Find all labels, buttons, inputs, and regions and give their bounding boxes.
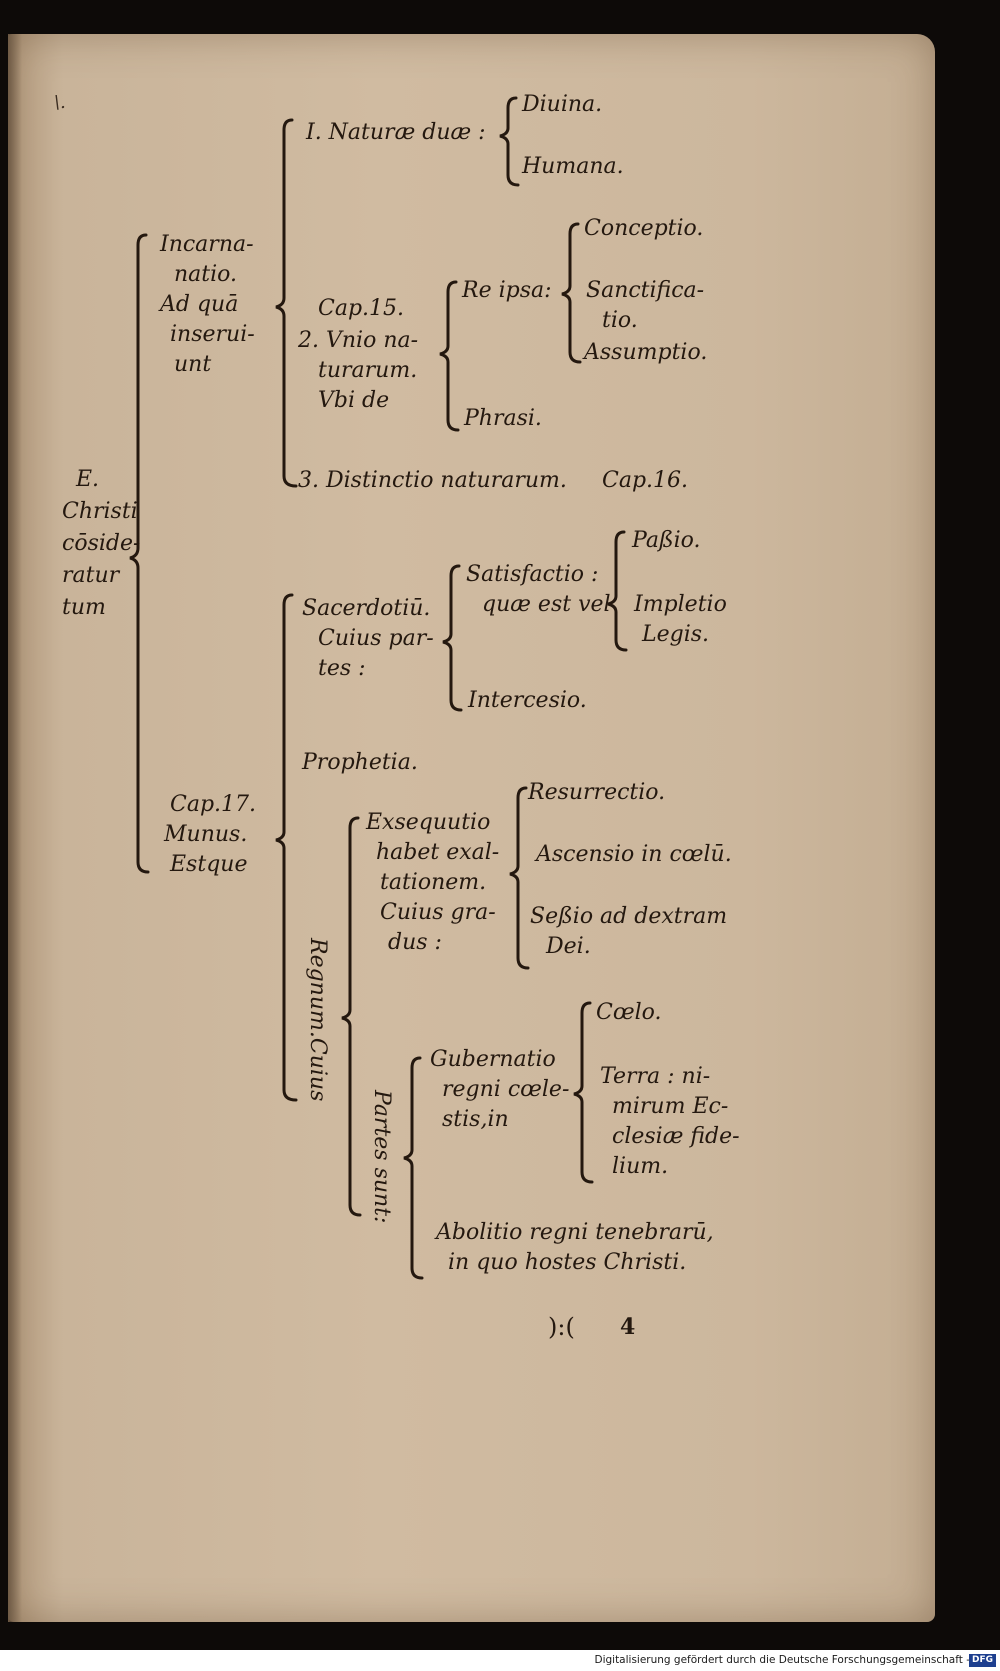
execution-line: tationem. xyxy=(380,870,487,895)
conceptio: Conceptio. xyxy=(584,216,704,241)
incarnation-line: Ad quā xyxy=(160,292,239,317)
execution-line: Cuius gra- xyxy=(380,900,496,925)
governance-label: Gubernatio regni cœle- stis,in xyxy=(430,1045,569,1135)
terra-line: lium. xyxy=(612,1154,669,1179)
phrasi: Phrasi. xyxy=(464,406,542,431)
terra: Terra : ni- mirum Ec- clesiæ fide- lium. xyxy=(600,1062,740,1182)
passio: Paßio. xyxy=(632,528,701,553)
root-label: E. Christi cōside- ratur tum xyxy=(62,464,140,624)
intercessio: Intercesio. xyxy=(468,688,587,713)
union-cap: Cap.15. xyxy=(318,296,405,321)
satisfaction-line: quæ est vel xyxy=(482,592,611,617)
execution-label: Exsequutio habet exal- tationem. Cuius g… xyxy=(366,808,499,958)
satisfaction-line: Satisfactio : xyxy=(466,562,599,587)
sessio-line: Dei. xyxy=(546,934,591,959)
root-brace xyxy=(129,233,150,874)
assumptio: Assumptio. xyxy=(584,340,708,365)
signature-mark: ):( xyxy=(548,1313,575,1341)
office-label: Cap.17. Munus. Estque xyxy=(164,790,257,880)
natures-label: I. Naturæ duæ : xyxy=(306,120,486,145)
union-label: 2. Vnio na- turarum. Vbi de xyxy=(298,326,418,416)
signature-number: 4 xyxy=(620,1314,636,1340)
distinction-cap: Cap.16. xyxy=(602,468,689,493)
office-line: Munus. xyxy=(164,822,248,847)
root-line: tum xyxy=(62,595,106,620)
governance-line: regni cœle- xyxy=(442,1077,570,1102)
priesthood-brace xyxy=(442,564,463,712)
incarnation-line: inserui- xyxy=(170,322,255,347)
execution-brace xyxy=(509,786,530,970)
union-line: Vbi de xyxy=(318,388,390,413)
incarnation-brace xyxy=(275,118,298,488)
nature-divine: Diuina. xyxy=(522,92,603,117)
kingdom-label: Regnum.Cuius xyxy=(305,938,330,1102)
re-ipsa-brace xyxy=(561,222,582,364)
root-line: Christi xyxy=(62,499,138,524)
governance-line: stis,in xyxy=(442,1107,509,1132)
abolition: Abolitio regni tenebrarū, in quo hostes … xyxy=(436,1218,714,1278)
incarnation-line: unt xyxy=(174,352,212,377)
governance-brace xyxy=(573,1001,594,1184)
incarnation-line: natio. xyxy=(174,262,238,287)
book-page xyxy=(8,34,935,1622)
root-line: cōside- xyxy=(62,531,141,556)
root-line: ratur xyxy=(62,563,120,588)
priesthood-label: Sacerdotiū. Cuius par- tes : xyxy=(302,594,434,684)
terra-line: Terra : ni- xyxy=(600,1064,711,1089)
priesthood-line: tes : xyxy=(318,656,366,681)
marginal-mark: \. xyxy=(54,92,66,113)
union-line: turarum. xyxy=(318,358,418,383)
office-line: Cap.17. xyxy=(170,792,257,817)
nature-human: Humana. xyxy=(522,154,624,179)
parts-brace xyxy=(403,1056,424,1280)
abolition-line: Abolitio regni tenebrarū, xyxy=(436,1220,714,1245)
incarnation-line: Incarna- xyxy=(160,232,254,257)
distinction: 3. Distinctio naturarum. xyxy=(298,468,567,493)
terra-line: clesiæ fide- xyxy=(612,1124,740,1149)
sessio: Seßio ad dextram Dei. xyxy=(530,902,727,962)
office-brace xyxy=(275,593,298,1102)
priesthood-line: Cuius par- xyxy=(318,626,434,651)
union-line: 2. Vnio na- xyxy=(298,328,419,353)
sanctificatio-line: Sanctifica- xyxy=(586,278,705,303)
priesthood-line: Sacerdotiū. xyxy=(302,596,431,621)
page-gutter-shadow xyxy=(8,34,22,1622)
ascensio: Ascensio in cœlū. xyxy=(536,842,732,867)
dfg-logo[interactable]: DFG xyxy=(968,1654,996,1667)
kingdom-brace xyxy=(341,816,362,1217)
satisfaction-label: Satisfactio : quæ est vel xyxy=(466,560,611,620)
legis: Legis. xyxy=(642,622,710,647)
governance-line: Gubernatio xyxy=(430,1047,556,1072)
footer-credit: Digitalisierung gefördert durch die Deut… xyxy=(594,1654,970,1666)
sanctificatio: Sanctifica- tio. xyxy=(586,276,704,336)
caelo: Cœlo. xyxy=(596,1000,662,1025)
abolition-line: in quo hostes Christi. xyxy=(448,1250,687,1275)
prophetia: Prophetia. xyxy=(302,750,418,775)
terra-line: mirum Ec- xyxy=(612,1094,729,1119)
union-brace xyxy=(439,280,460,432)
office-line: Estque xyxy=(170,852,248,877)
root-line: E. xyxy=(76,467,100,492)
parts-label: Partes sunt: xyxy=(369,1090,394,1224)
footer-bar: Digitalisierung gefördert durch die Deut… xyxy=(0,1650,1000,1671)
execution-line: habet exal- xyxy=(376,840,500,865)
incarnation-label: Incarna- natio. Ad quā inserui- unt xyxy=(160,230,255,380)
sessio-line: Seßio ad dextram xyxy=(530,904,728,929)
satisfaction-brace xyxy=(607,530,628,652)
execution-line: Exsequutio xyxy=(366,810,491,835)
impletio: Impletio xyxy=(634,592,727,617)
execution-line: dus : xyxy=(388,930,442,955)
resurrectio: Resurrectio. xyxy=(528,780,666,805)
re-ipsa-label: Re ipsa: xyxy=(462,278,552,303)
natures-brace xyxy=(499,96,520,187)
sanctificatio-line: tio. xyxy=(602,308,638,333)
